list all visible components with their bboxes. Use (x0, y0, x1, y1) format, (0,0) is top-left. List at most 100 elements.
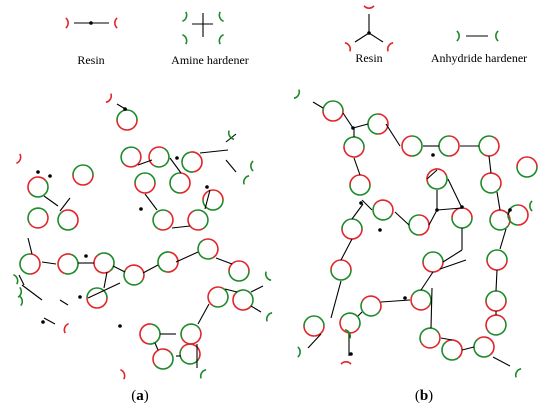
network-a-ring-8-resin-arc (27, 176, 47, 194)
network-b-ring-4-resin-arc (448, 135, 460, 157)
network-b-ring-17-hardener-arc (486, 249, 508, 261)
legend-resin-b-bond-2 (354, 32, 370, 43)
network-b-free-end-0 (293, 89, 301, 100)
network-a-ring-13-hardener-arc (64, 253, 79, 275)
legend-anhydride-end-1 (456, 30, 460, 42)
network-a-bond-4 (171, 225, 191, 229)
network-a-ring-18-hardener-arc (197, 239, 214, 260)
network-b-ring-26-hardener-arc (486, 319, 507, 336)
network-b-bond-13 (447, 178, 463, 209)
network-b-bond-25 (430, 287, 433, 329)
network-a-bond-25 (250, 305, 262, 313)
network-b-ring-3-hardener-arc (411, 135, 423, 157)
legend-anhydride-hardener-label: Anhydride hardener (431, 51, 527, 65)
network-b-ring-24-hardener-arc (441, 341, 459, 361)
network-a-ring-3-resin-arc (179, 172, 191, 194)
network-b-ring-12-hardener-arc (489, 214, 510, 231)
network-a-bond-14 (103, 271, 108, 289)
network-a-bond-18 (215, 257, 233, 265)
network-a-ring-13-resin-arc (57, 253, 72, 275)
network-b-bond-32 (307, 333, 322, 349)
network-a-ring-17-resin-arc (166, 251, 179, 273)
network-b-bond-30 (357, 311, 363, 317)
network-a-ring-20-resin-arc (207, 286, 224, 307)
network-a-ring-12-hardener-arc (19, 253, 31, 275)
network-b-ring-20-resin-arc (485, 300, 507, 312)
network-b-ring-19-hardener-arc (411, 289, 432, 306)
network-a-ring-18-resin-arc (202, 238, 219, 259)
network-b-ring-2-hardener-arc (343, 136, 365, 149)
network-a-bond-15 (112, 265, 126, 273)
network-a-ring-9-hardener-arc (72, 164, 94, 176)
network-a-ring-22-resin-arc (181, 328, 202, 345)
network-a-free-end-3 (16, 153, 22, 165)
network-a-bond-19 (224, 288, 238, 293)
network-a-ring-1-hardener-arc (120, 146, 139, 165)
network-a-free-end-6 (63, 322, 69, 334)
network-b-ring-1-resin-arc (377, 113, 389, 135)
network-b-bond-dot-2 (435, 208, 439, 212)
network-a-ring-22-hardener-arc (180, 323, 201, 340)
network-b-ring-7-hardener-arc (426, 175, 448, 190)
network-a-bond-22 (154, 342, 159, 351)
network-b-bond-14 (394, 211, 410, 226)
network-b-ring-27-resin-arc (303, 325, 325, 337)
network-b-bond-35 (492, 356, 511, 367)
legend-resin-a-right-end (114, 17, 118, 29)
network-a-bond-28 (43, 317, 56, 325)
network-a-ring-2-resin-arc (148, 146, 165, 167)
network-a-ring-12-resin-arc (29, 253, 41, 275)
network-amine-cured (13, 93, 273, 380)
network-a-ring-11-resin-arc (61, 209, 79, 229)
network-a-bond-20 (197, 303, 210, 325)
network-a-bond-2 (169, 157, 182, 174)
network-b-ring-18-hardener-arc (330, 269, 352, 281)
network-b-ring-6-resin-arc (349, 174, 371, 186)
network-b-bond-5 (385, 123, 401, 147)
network-a-ring-23-resin-arc (139, 323, 152, 345)
network-a-ring-20-hardener-arc (212, 287, 229, 308)
network-a-ring-7-resin-arc (202, 189, 224, 201)
network-b-bond-16 (351, 203, 364, 220)
legend-amine-end-1 (182, 11, 188, 23)
network-a-ring-9-resin-arc (72, 174, 94, 186)
network-b-ring-19-resin-arc (410, 294, 431, 311)
network-b-ring-24-resin-arc (445, 339, 463, 359)
network-b-bond-31 (330, 280, 342, 319)
network-b-ring-11-hardener-arc (451, 217, 473, 229)
network-anhydride-cured (293, 89, 538, 378)
legend-resin-a-left-end (65, 17, 69, 29)
network-b-ring-1-hardener-arc (367, 113, 379, 135)
network-b-ring-11-resin-arc (451, 207, 473, 219)
network-b-ring-13-resin-arc (481, 172, 502, 189)
network-b-ring-16-resin-arc (422, 261, 444, 273)
network-b-ring-25-resin-arc (477, 336, 495, 356)
network-b-bond-26 (440, 337, 453, 341)
network-a-ring-1-resin-arc (123, 149, 142, 168)
network-b-ring-9-hardener-arc (408, 214, 420, 236)
network-a-free-end-7 (120, 368, 126, 380)
network-b-ring-6-hardener-arc (349, 184, 371, 196)
network-b-bond-dot-4 (359, 201, 363, 205)
network-a-ring-19-resin-arc (228, 260, 250, 272)
network-a-ring-25-hardener-arc (179, 348, 200, 365)
network-b-bond-1 (342, 112, 354, 129)
network-b-ring-21-resin-arc (361, 295, 382, 312)
network-a-ring-14-resin-arc (93, 254, 111, 274)
network-a-bond-dot-5 (78, 295, 82, 299)
network-b-ring-5-hardener-arc (478, 135, 495, 156)
network-a-bond-11 (27, 237, 33, 255)
network-a-ring-7-hardener-arc (202, 199, 224, 211)
network-a-ring-23-hardener-arc (148, 323, 161, 345)
network-a-bond-29 (18, 274, 25, 286)
network-a-ring-26-resin-arc (190, 151, 203, 173)
network-a-ring-17-hardener-arc (157, 251, 170, 273)
legend-resin-label-a: Resin (77, 53, 104, 67)
network-b-bond-0 (312, 101, 324, 109)
network-a-bond-16 (142, 264, 159, 274)
network-a-bond-8 (225, 159, 237, 173)
network-b-ring-0-resin-arc (322, 110, 344, 122)
network-a-ring-15-resin-arc (86, 297, 108, 309)
legend-resin-b-end-1 (363, 5, 375, 9)
